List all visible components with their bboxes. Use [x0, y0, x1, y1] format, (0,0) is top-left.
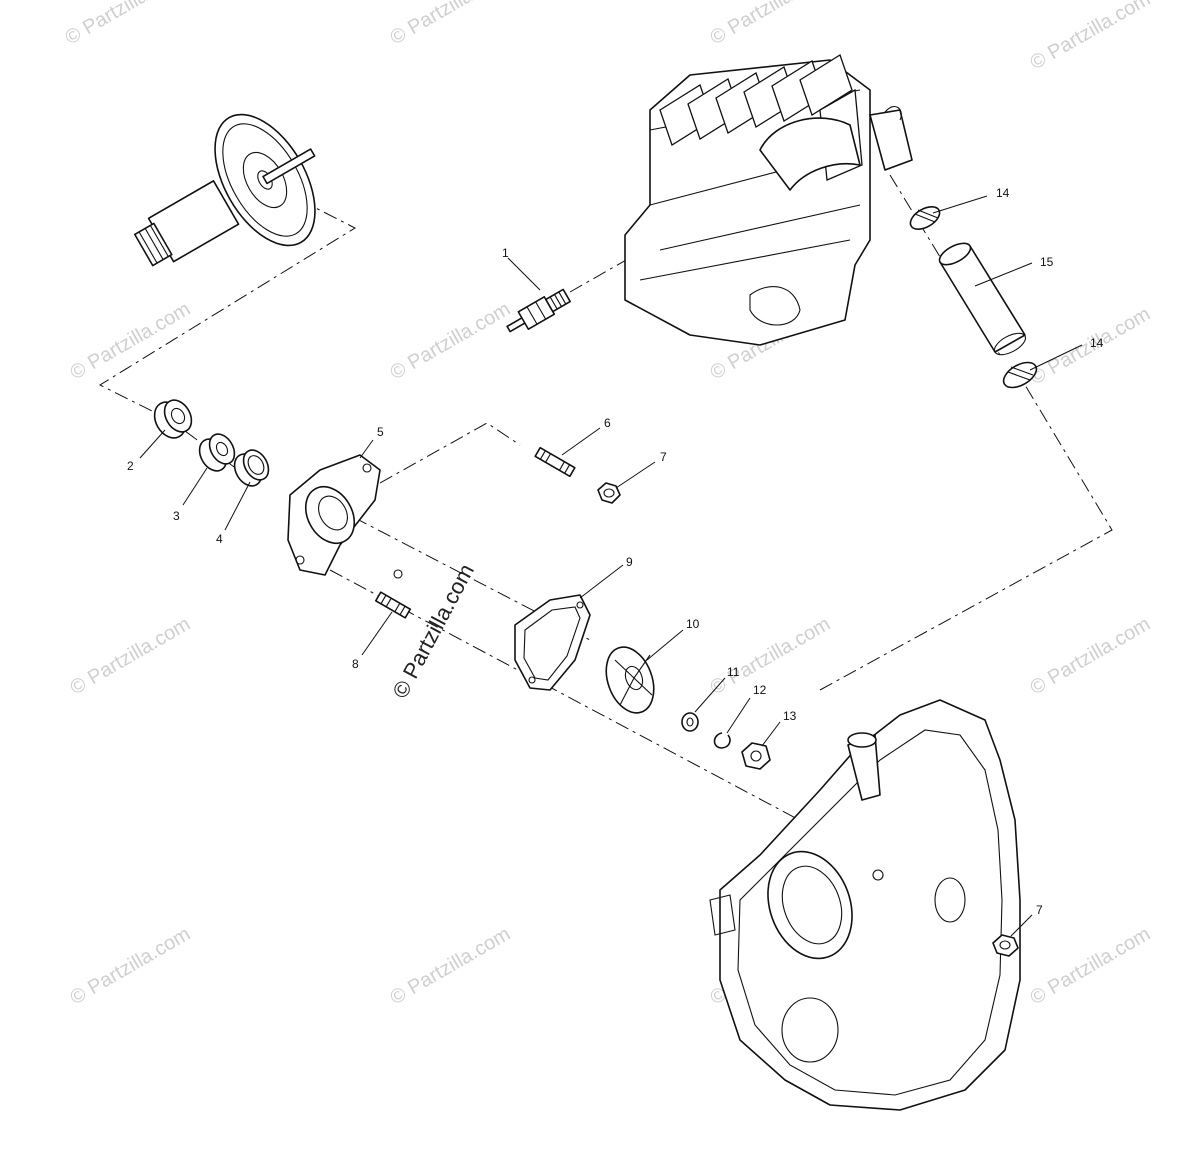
shaft-axis-line [98, 199, 357, 476]
part-2-bearing [153, 399, 193, 439]
part-7-nut-lower [992, 934, 1019, 957]
callout-14: 14 [996, 186, 1010, 200]
callout-9: 9 [626, 555, 633, 569]
watermark: © Partzilla.com [387, 0, 515, 49]
callout-3: 3 [173, 509, 180, 523]
callout-4: 4 [216, 532, 223, 546]
callout-labels: 1 2 3 4 5 6 7 7 8 9 10 11 12 13 14 14 15 [127, 186, 1104, 917]
hose-route-line [819, 379, 1113, 691]
cover-axis-line [329, 569, 866, 856]
part-9-gasket [514, 594, 591, 691]
part-1-temp-sensor [506, 288, 571, 333]
callout-12: 12 [753, 683, 767, 697]
part-7-nut [597, 482, 621, 504]
watermark: © Partzilla.com [67, 923, 195, 1009]
leader-lines [139, 195, 1083, 937]
callout-13: 13 [783, 709, 797, 723]
watermark: © Partzilla.com [1027, 923, 1155, 1009]
watermark: © Partzilla.com [707, 0, 835, 49]
sensor-axis-line [569, 234, 671, 293]
callout-7: 7 [660, 450, 667, 464]
engine-cylinder [624, 54, 913, 346]
callout-14-lower: 14 [1090, 336, 1104, 350]
part-4-seal [233, 449, 270, 487]
stud-axis-line [379, 422, 521, 484]
part-15-hose [938, 242, 1027, 356]
watermark: © Partzilla.com [387, 923, 515, 1009]
pump-drive-gear [133, 113, 316, 267]
watermark: © Partzilla.com [1027, 0, 1155, 74]
watermark: © Partzilla.com [1027, 613, 1155, 699]
watermark: © Partzilla.com [67, 298, 195, 384]
callout-8: 8 [352, 657, 359, 671]
callout-2: 2 [127, 459, 134, 473]
part-11-washer [681, 712, 699, 732]
part-3-spacer [198, 433, 236, 472]
part-12-circlip [713, 732, 731, 749]
part-14-hose-clamp [1002, 361, 1038, 389]
part-8-stud [374, 591, 412, 619]
callout-15: 15 [1040, 255, 1054, 269]
callout-5: 5 [377, 425, 384, 439]
watermark: © Partzilla.com [707, 613, 835, 699]
callout-1: 1 [502, 246, 509, 260]
watermark: © Partzilla.com [67, 613, 195, 699]
callout-10: 10 [686, 617, 700, 631]
watermark: © Partzilla.com [62, 0, 190, 49]
part-10-impeller [605, 646, 655, 714]
callout-6: 6 [604, 416, 611, 430]
part-13-nut [741, 742, 771, 770]
watermark: © Partzilla.com [387, 298, 515, 384]
callout-11: 11 [727, 665, 740, 679]
part-14-hose-clamp [909, 206, 941, 230]
part-5-pump-housing [287, 454, 403, 579]
part-6-stud [534, 446, 576, 478]
callout-7-lower: 7 [1036, 903, 1043, 917]
watermark-main: © Partzilla.com [387, 560, 479, 703]
